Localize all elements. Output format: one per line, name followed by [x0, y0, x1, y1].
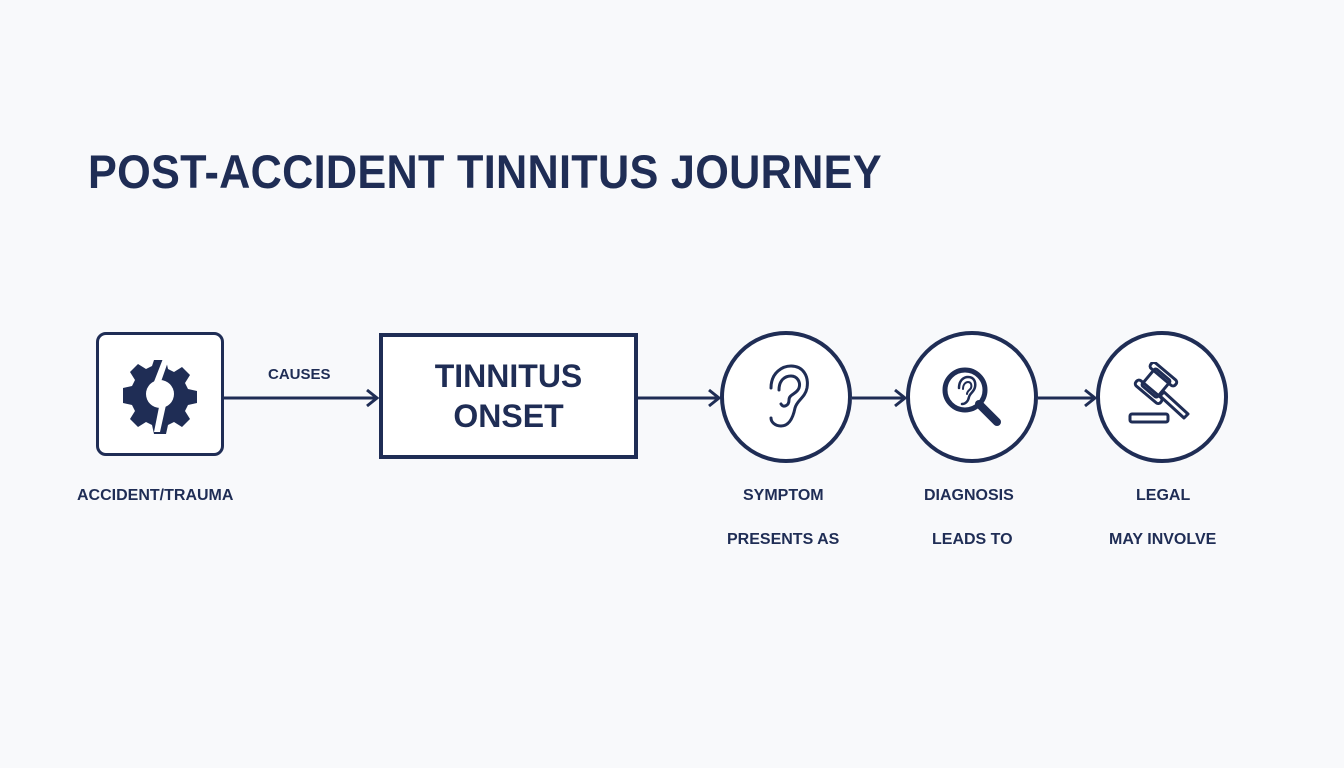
sublabel-diagnosis: LEADS TO	[932, 531, 1013, 548]
node-accident	[96, 332, 224, 456]
onset-line2: ONSET	[453, 398, 564, 434]
arrow-symptom-to-diagnosis	[852, 388, 908, 408]
label-diagnosis: DIAGNOSIS	[924, 487, 1014, 504]
arrow-causes	[224, 388, 380, 408]
magnifier-ear-icon	[942, 367, 1001, 426]
node-diagnosis	[906, 331, 1038, 463]
node-symptom	[720, 331, 852, 463]
sublabel-legal: MAY INVOLVE	[1109, 531, 1217, 548]
node-legal	[1096, 331, 1228, 463]
arrow-diagnosis-to-legal	[1038, 388, 1098, 408]
ear-icon	[769, 364, 809, 428]
label-legal: LEGAL	[1136, 487, 1191, 504]
page-title: POST-ACCIDENT TINNITUS JOURNEY	[88, 145, 882, 198]
node-tinnitus-onset: TINNITUS ONSET	[379, 333, 638, 459]
label-symptom: SYMPTOM	[743, 487, 824, 504]
edge-label-causes: CAUSES	[268, 366, 331, 383]
onset-line1: TINNITUS	[434, 358, 583, 394]
sublabel-symptom: PRESENTS AS	[727, 531, 840, 548]
gavel-icon	[1128, 362, 1190, 424]
arrow-onset-to-symptom	[638, 388, 722, 408]
broken-gear-icon	[123, 356, 197, 434]
label-accident: ACCIDENT/TRAUMA	[77, 487, 234, 504]
